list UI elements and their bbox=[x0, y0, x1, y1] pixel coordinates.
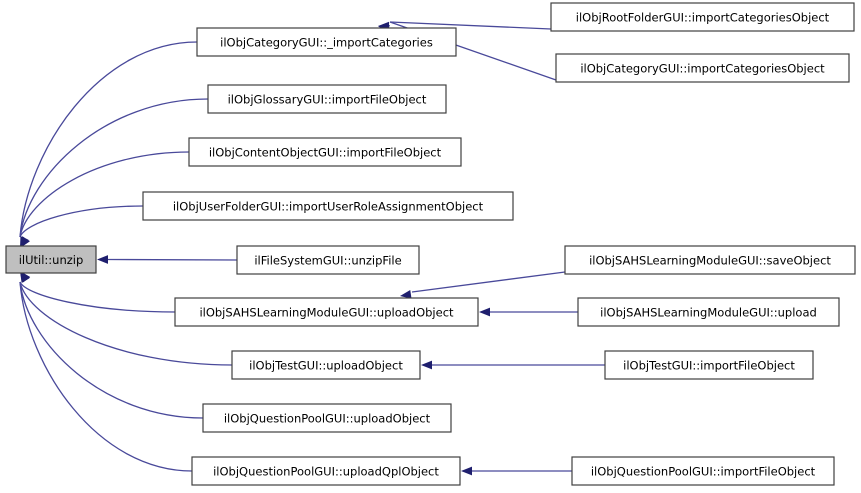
node-ilobjcategorygui-importcategoriesobject[interactable]: ilObjCategoryGUI::importCategoriesObject bbox=[555, 53, 850, 83]
node-label: ilObjCategoryGUI::importCategoriesObject bbox=[580, 62, 825, 76]
edge-ilobjquestionpoolgui-importfileobject-to-ilobjquestionpoolgui-uploadqplobject-arrowhead bbox=[461, 466, 472, 476]
node-box bbox=[142, 191, 514, 221]
node-ilobjsahslearningmodulegui-upload[interactable]: ilObjSAHSLearningModuleGUI::upload bbox=[577, 297, 840, 327]
node-ilobjsahslearningmodulegui-saveobject[interactable]: ilObjSAHSLearningModuleGUI::saveObject bbox=[564, 245, 856, 275]
node-ilobjquestionpoolgui-uploadqplobject[interactable]: ilObjQuestionPoolGUI::uploadQplObject bbox=[191, 456, 461, 486]
node-box bbox=[191, 456, 461, 486]
node-ilobjquestionpoolgui-importfileobject[interactable]: ilObjQuestionPoolGUI::importFileObject bbox=[571, 456, 835, 486]
node-box bbox=[188, 137, 462, 167]
node-ilfilesystemgui-unzipfile[interactable]: ilFileSystemGUI::unzipFile bbox=[236, 245, 420, 275]
edge-layer bbox=[19, 21, 605, 476]
edge-ilfilesystemgui-unzipfile-to-ilutil-unzip bbox=[107, 258, 238, 261]
node-ilobjcategorygui-importcategories[interactable]: ilObjCategoryGUI::_importCategories bbox=[196, 27, 457, 57]
edge-ilobjuserfoldergui-importuserroleassignmentobject-to-ilutil-unzip-arrowhead bbox=[20, 236, 29, 248]
node-label: ilObjTestGUI::uploadObject bbox=[249, 359, 403, 373]
edge-ilobjcontentobjectgui-importfileobject-to-ilutil-unzip bbox=[19, 151, 190, 238]
node-label: ilObjTestGUI::importFileObject bbox=[623, 359, 795, 373]
node-layer: ilObjCategoryGUI::_importCategoriesilObj… bbox=[5, 2, 856, 486]
edge-ilobjsahslearningmodulegui-saveobject-to-ilobjsahslearningmodulegui-uploadobject-arrowhead bbox=[400, 290, 412, 299]
node-label: ilUtil::unzip bbox=[19, 253, 84, 267]
node-label: ilObjQuestionPoolGUI::uploadObject bbox=[224, 412, 431, 426]
node-label: ilObjGlossaryGUI::importFileObject bbox=[228, 93, 427, 107]
node-box bbox=[550, 2, 855, 32]
node-box bbox=[571, 456, 835, 486]
node-label: ilFileSystemGUI::unzipFile bbox=[254, 254, 401, 268]
node-ilobjsahslearningmodulegui-uploadobject[interactable]: ilObjSAHSLearningModuleGUI::uploadObject bbox=[174, 297, 479, 327]
edge-ilobjquestionpoolgui-uploadqplobject-to-ilutil-unzip bbox=[19, 281, 193, 472]
node-ilobjglossarygui-importfileobject[interactable]: ilObjGlossaryGUI::importFileObject bbox=[207, 84, 447, 114]
node-box bbox=[236, 245, 420, 275]
node-box bbox=[196, 27, 457, 57]
node-ilobjtestgui-uploadobject[interactable]: ilObjTestGUI::uploadObject bbox=[231, 350, 421, 380]
node-box bbox=[555, 53, 850, 83]
node-box bbox=[5, 245, 97, 274]
node-label: ilObjRootFolderGUI::importCategoriesObje… bbox=[576, 11, 830, 25]
node-label: ilObjQuestionPoolGUI::importFileObject bbox=[591, 465, 816, 479]
edge-ilobjtestgui-uploadobject-to-ilutil-unzip bbox=[19, 281, 233, 366]
node-box bbox=[207, 84, 447, 114]
node-box bbox=[174, 297, 479, 327]
node-ilobjuserfoldergui-importuserroleassignmentobject[interactable]: ilObjUserFolderGUI::importUserRoleAssign… bbox=[142, 191, 514, 221]
node-box bbox=[564, 245, 856, 275]
edge-ilobjcategorygui-importcategories-to-ilutil-unzip bbox=[19, 41, 198, 238]
edge-ilobjsahslearningmodulegui-saveobject-to-ilobjsahslearningmodulegui-uploadobject bbox=[411, 271, 566, 293]
edge-ilobjtestgui-importfileobject-to-ilobjtestgui-uploadobject-arrowhead bbox=[421, 360, 432, 370]
edge-ilobjsahslearningmodulegui-uploadobject-to-ilutil-unzip bbox=[19, 281, 176, 313]
node-box bbox=[202, 403, 452, 433]
node-label: ilObjSAHSLearningModuleGUI::upload bbox=[600, 306, 817, 320]
node-ilobjtestgui-importfileobject[interactable]: ilObjTestGUI::importFileObject bbox=[604, 350, 814, 380]
node-box bbox=[577, 297, 840, 327]
node-label: ilObjQuestionPoolGUI::uploadQplObject bbox=[213, 465, 439, 479]
edge-ilobjuserfoldergui-importuserroleassignmentobject-to-ilutil-unzip bbox=[19, 205, 144, 238]
edge-ilobjrootfoldergui-importcategoriesobject-to-ilobjcategorygui-importcategories bbox=[389, 21, 552, 30]
edge-ilobjsahslearningmodulegui-upload-to-ilobjsahslearningmodulegui-uploadobject-arrowhead bbox=[479, 307, 490, 317]
edge-ilobjquestionpoolgui-uploadqplobject-to-ilutil-unzip-arrowhead bbox=[20, 271, 30, 283]
node-box bbox=[604, 350, 814, 380]
node-label: ilObjUserFolderGUI::importUserRoleAssign… bbox=[173, 200, 484, 214]
edge-ilobjglossarygui-importfileobject-to-ilutil-unzip bbox=[19, 98, 209, 238]
node-label: ilObjContentObjectGUI::importFileObject bbox=[209, 146, 442, 160]
node-label: ilObjCategoryGUI::_importCategories bbox=[220, 36, 433, 50]
edge-ilobjquestionpoolgui-uploadobject-to-ilutil-unzip bbox=[19, 281, 204, 419]
node-ilutil-unzip[interactable]: ilUtil::unzip bbox=[5, 245, 97, 274]
node-label: ilObjSAHSLearningModuleGUI::uploadObject bbox=[199, 306, 454, 320]
edge-ilfilesystemgui-unzipfile-to-ilutil-unzip-arrowhead bbox=[97, 255, 108, 264]
node-ilobjcontentobjectgui-importfileobject[interactable]: ilObjContentObjectGUI::importFileObject bbox=[188, 137, 462, 167]
node-ilobjrootfoldergui-importcategoriesobject[interactable]: ilObjRootFolderGUI::importCategoriesObje… bbox=[550, 2, 855, 32]
node-ilobjquestionpoolgui-uploadobject[interactable]: ilObjQuestionPoolGUI::uploadObject bbox=[202, 403, 452, 433]
node-label: ilObjSAHSLearningModuleGUI::saveObject bbox=[589, 254, 831, 268]
node-box bbox=[231, 350, 421, 380]
